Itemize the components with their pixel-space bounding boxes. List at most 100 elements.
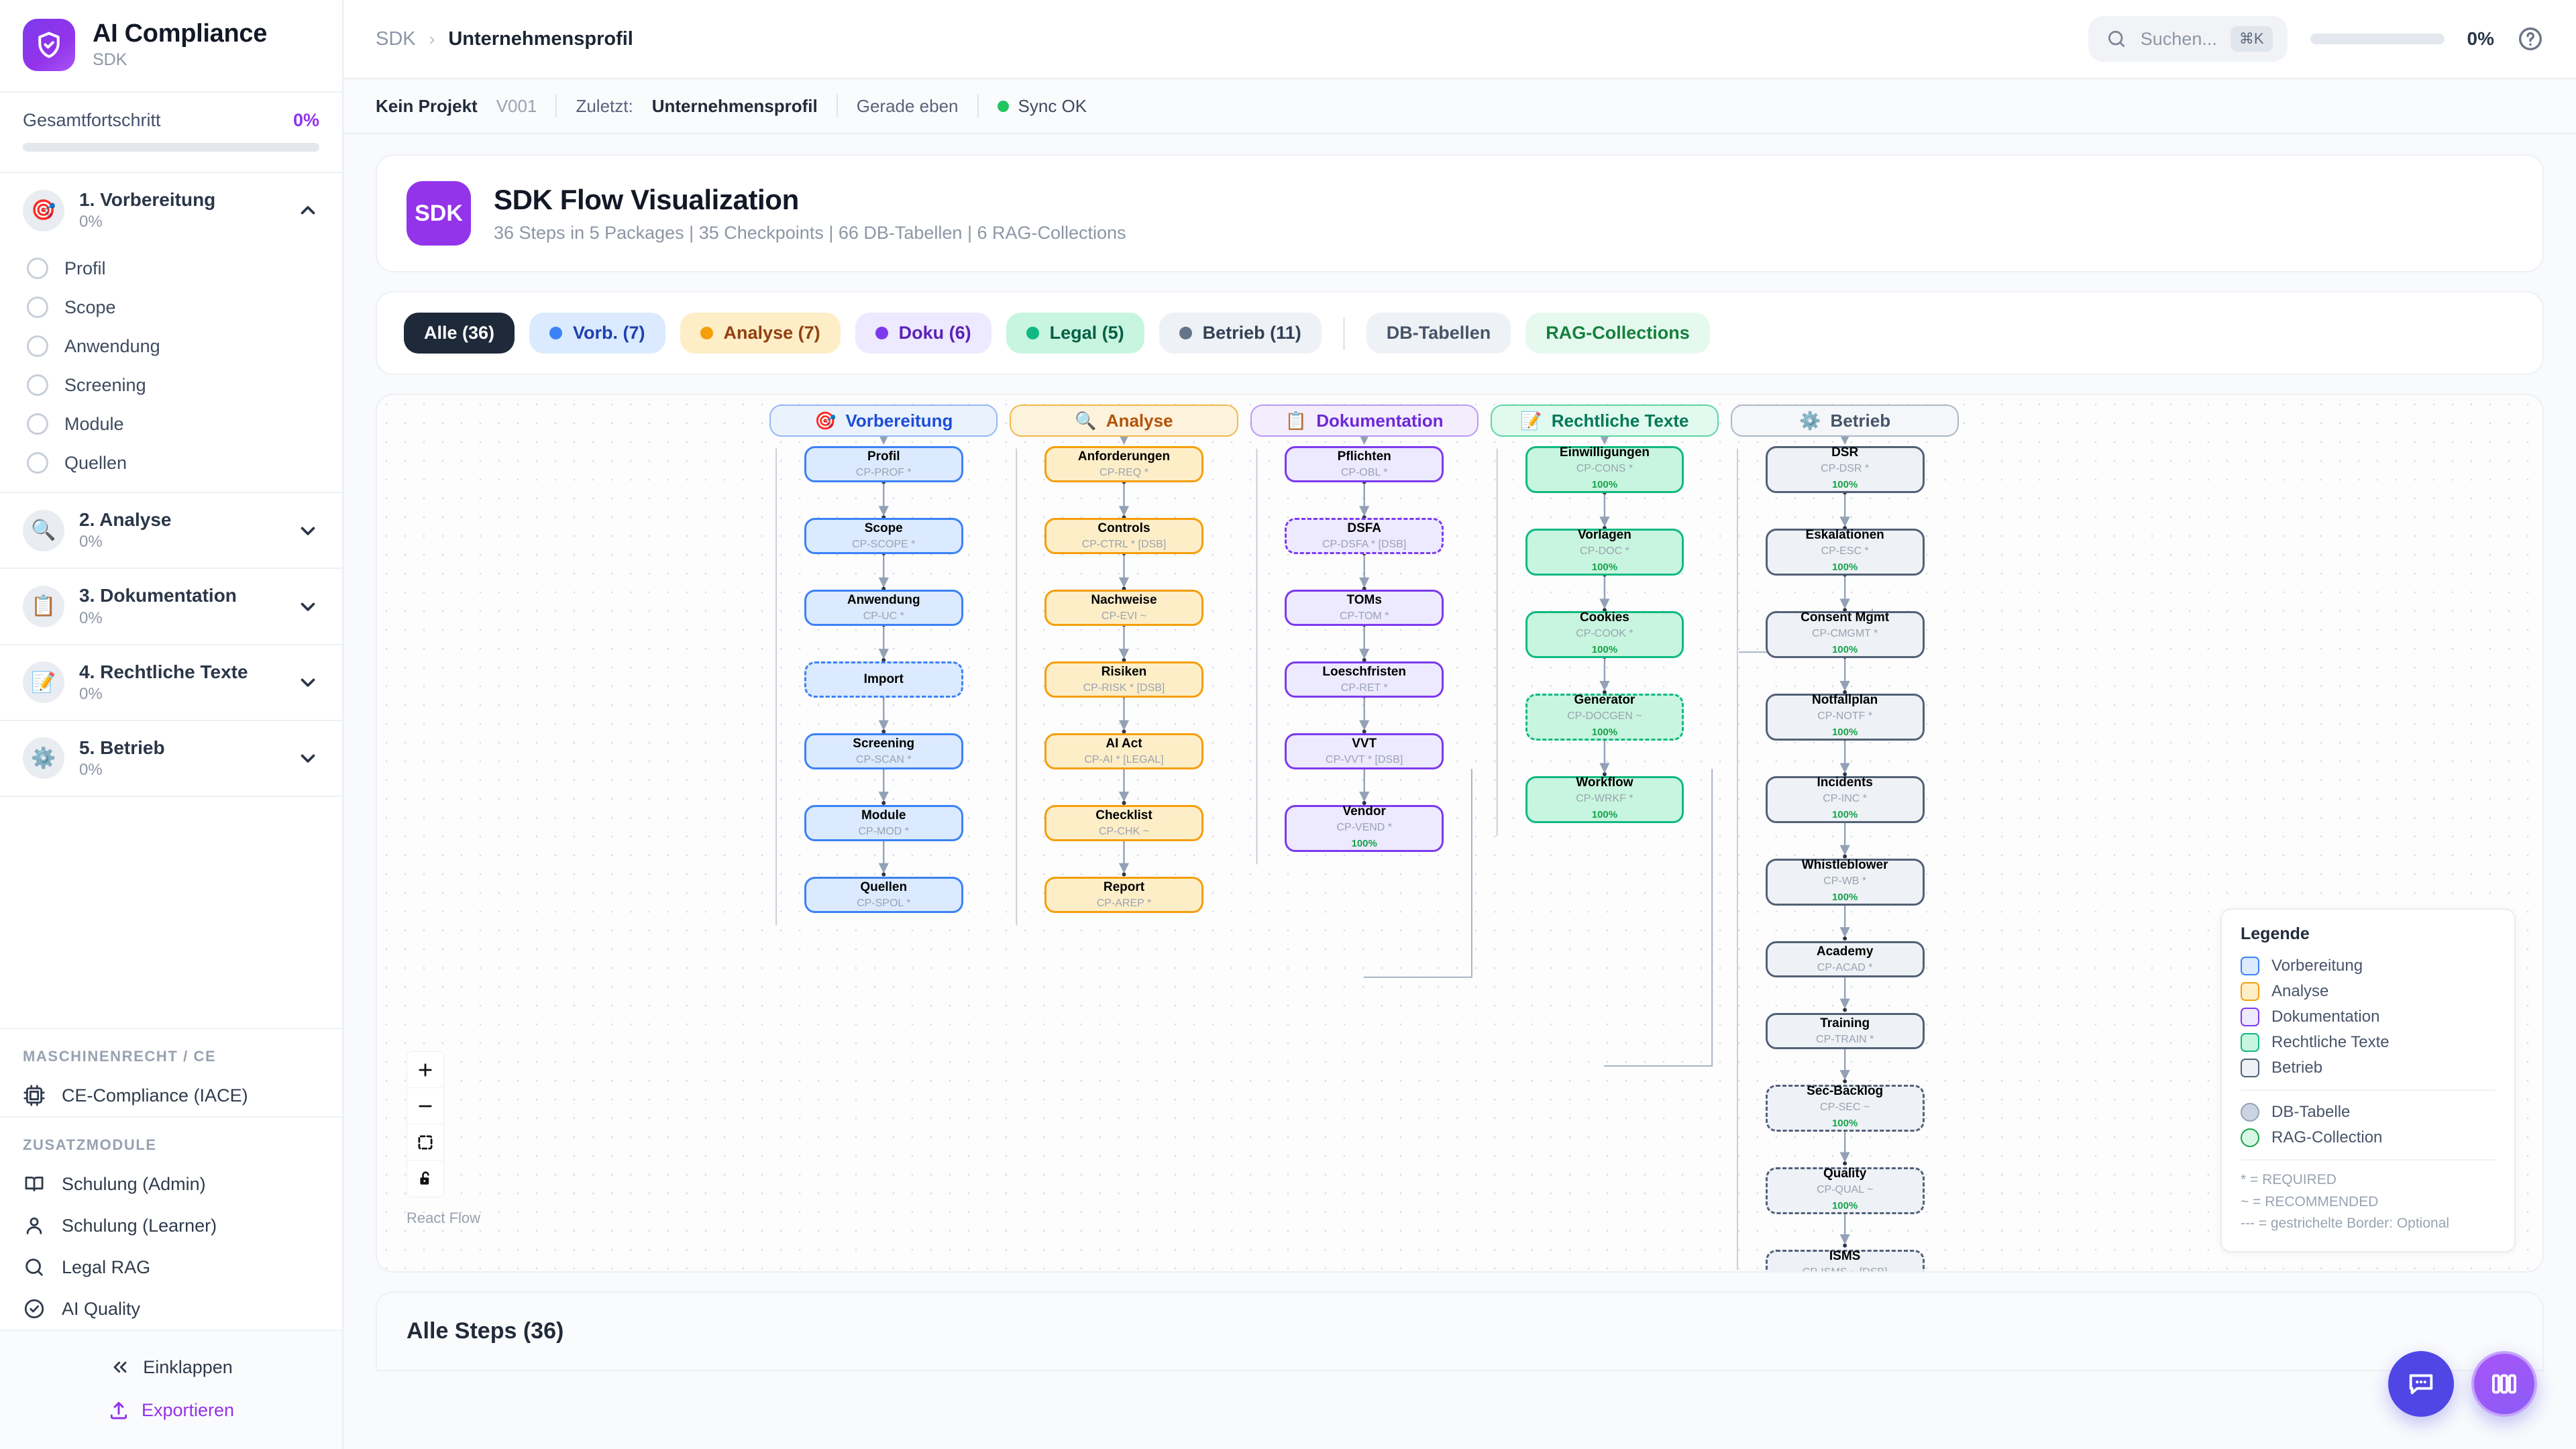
- flow-node-quality[interactable]: Quality CP-QUAL ~ 100%: [1765, 1167, 1925, 1214]
- sidebar-link-ai-quality[interactable]: AI Quality: [0, 1288, 342, 1330]
- filter-chip-betrieb-11[interactable]: Betrieb (11): [1159, 313, 1322, 354]
- flow-node-nachweise[interactable]: Nachweise CP-EVI ~: [1044, 590, 1203, 626]
- filter-chip-rag-collections[interactable]: RAG-Collections: [1525, 313, 1710, 354]
- brand-header[interactable]: AI Compliance SDK: [0, 0, 342, 93]
- phase-header-1[interactable]: 🎯 1. Vorbereitung 0%: [0, 173, 342, 248]
- sidebar-item-anwendung[interactable]: Anwendung: [0, 327, 342, 366]
- filter-chip-legal-5[interactable]: Legal (5): [1006, 313, 1144, 354]
- flow-node-ai-act[interactable]: AI Act CP-AI * [LEGAL]: [1044, 733, 1203, 769]
- sidebar-item-scope[interactable]: Scope: [0, 288, 342, 327]
- flow-node-dsr[interactable]: DSR CP-DSR * 100%: [1765, 445, 1925, 493]
- flow-node-risiken[interactable]: Risiken CP-RISK * [DSB]: [1044, 661, 1203, 698]
- phase-header-5[interactable]: ⚙️ 5. Betrieb 0%: [0, 721, 342, 796]
- flow-node-loeschfristen[interactable]: Loeschfristen CP-RET *: [1285, 661, 1444, 698]
- step-status-radio[interactable]: [27, 452, 48, 474]
- flow-node-workflow[interactable]: Workflow CP-WRKF * 100%: [1525, 775, 1684, 823]
- flow-node-pflichten[interactable]: Pflichten CP-OBL *: [1285, 446, 1444, 482]
- filter-chip-doku-6[interactable]: Doku (6): [855, 313, 991, 354]
- zoom-in-button[interactable]: [407, 1052, 443, 1088]
- flow-node-code: CP-CHK ~: [1098, 825, 1150, 837]
- flow-node-academy[interactable]: Academy CP-ACAD *: [1765, 941, 1925, 977]
- brand-title: AI Compliance: [93, 19, 268, 48]
- flow-group-rechtliche-texte[interactable]: 📝 Rechtliche Texte: [1490, 405, 1719, 437]
- filter-chip-db-tabellen[interactable]: DB-Tabellen: [1366, 313, 1511, 354]
- phase-header-2[interactable]: 🔍 2. Analyse 0%: [0, 493, 342, 568]
- sync-status: Sync OK: [997, 96, 1087, 117]
- filter-chip-vorb-7[interactable]: Vorb. (7): [529, 313, 665, 354]
- flow-group-emoji-icon: 📝: [1520, 410, 1542, 431]
- flow-node-import[interactable]: Import: [804, 661, 963, 698]
- filter-chip-analyse-7[interactable]: Analyse (7): [680, 313, 841, 354]
- flow-node-title: Incidents: [1817, 775, 1873, 790]
- zoom-out-button[interactable]: [407, 1088, 443, 1124]
- flow-node-vvt[interactable]: VVT CP-VVT * [DSB]: [1285, 733, 1444, 769]
- flow-node-vorlagen[interactable]: Vorlagen CP-DOC * 100%: [1525, 528, 1684, 576]
- flow-node-training[interactable]: Training CP-TRAIN *: [1765, 1013, 1925, 1049]
- lock-toggle-button[interactable]: [407, 1161, 443, 1197]
- flow-node-scope[interactable]: Scope CP-SCOPE *: [804, 518, 963, 554]
- flow-node-screening[interactable]: Screening CP-SCAN *: [804, 733, 963, 769]
- fit-view-button[interactable]: [407, 1124, 443, 1161]
- flow-group-dokumentation[interactable]: 📋 Dokumentation: [1250, 405, 1479, 437]
- flow-node-anwendung[interactable]: Anwendung CP-UC *: [804, 590, 963, 626]
- legend-item-betrieb: Betrieb: [2241, 1055, 2496, 1081]
- sidebar-item-quellen[interactable]: Quellen: [0, 443, 342, 482]
- step-status-radio[interactable]: [27, 258, 48, 280]
- flow-node-sec-backlog[interactable]: Sec-Backlog CP-SEC ~ 100%: [1765, 1084, 1925, 1132]
- step-status-radio[interactable]: [27, 413, 48, 435]
- flow-node-incidents[interactable]: Incidents CP-INC * 100%: [1765, 775, 1925, 823]
- phase-header-4[interactable]: 📝 4. Rechtliche Texte 0%: [0, 645, 342, 720]
- flow-group-vorbereitung[interactable]: 🎯 Vorbereitung: [769, 405, 998, 437]
- flow-node-generator[interactable]: Generator CP-DOCGEN ~ 100%: [1525, 693, 1684, 741]
- react-flow-credit[interactable]: React Flow: [407, 1210, 481, 1226]
- sidebar-link-schulung-learner[interactable]: Schulung (Learner): [0, 1205, 342, 1246]
- version-label: V001: [496, 95, 537, 116]
- flow-node-anforderungen[interactable]: Anforderungen CP-REQ *: [1044, 446, 1203, 482]
- flow-node-checklist[interactable]: Checklist CP-CHK ~: [1044, 805, 1203, 841]
- step-status-radio[interactable]: [27, 374, 48, 396]
- phase-header-3[interactable]: 📋 3. Dokumentation 0%: [0, 569, 342, 643]
- panel-fab[interactable]: [2471, 1351, 2537, 1417]
- flow-node-code: CP-SPOL *: [857, 897, 911, 909]
- flow-node-percent: 100%: [1831, 727, 1858, 739]
- flow-node-title: Profil: [867, 449, 900, 464]
- step-status-radio[interactable]: [27, 297, 48, 319]
- sidebar-item-screening[interactable]: Screening: [0, 366, 342, 405]
- flow-group-analyse[interactable]: 🔍 Analyse: [1010, 405, 1238, 437]
- collapse-sidebar-button[interactable]: Einklappen: [0, 1346, 342, 1389]
- flow-node-eskalationen[interactable]: Eskalationen CP-ESC * 100%: [1765, 528, 1925, 576]
- search-input[interactable]: Suchen... ⌘K: [2088, 16, 2288, 62]
- flow-node-consent-mgmt[interactable]: Consent Mgmt CP-CMGMT * 100%: [1765, 610, 1925, 658]
- flow-node-whistleblower[interactable]: Whistleblower CP-WB * 100%: [1765, 858, 1925, 906]
- breadcrumb-root[interactable]: SDK: [376, 28, 416, 50]
- flow-node-dsfa[interactable]: DSFA CP-DSFA * [DSB]: [1285, 518, 1444, 554]
- flow-node-vendor[interactable]: Vendor CP-VEND * 100%: [1285, 804, 1444, 852]
- filter-chip-alle-36[interactable]: Alle (36): [404, 313, 515, 354]
- legend-swatch: [2241, 982, 2259, 1002]
- last-edited-time: Gerade eben: [856, 95, 959, 116]
- sidebar-link-schulung-admin[interactable]: Schulung (Admin): [0, 1163, 342, 1205]
- flow-node-isms[interactable]: ISMS CP-ISMS ~ [DSB] 100%: [1765, 1249, 1925, 1271]
- flow-node-cookies[interactable]: Cookies CP-COOK * 100%: [1525, 610, 1684, 658]
- sidebar-link-ce-compliance-iace[interactable]: CE-Compliance (IACE): [0, 1075, 342, 1116]
- sidebar-link-legal-rag[interactable]: Legal RAG: [0, 1246, 342, 1288]
- flow-node-profil[interactable]: Profil CP-PROF *: [804, 446, 963, 482]
- help-circle-icon[interactable]: [2517, 25, 2544, 52]
- flow-canvas[interactable]: 🎯 Vorbereitung 🔍 Analyse 📋 Dokumentation…: [376, 394, 2544, 1273]
- export-button[interactable]: Exportieren: [0, 1389, 342, 1432]
- chip-color-dot: [1026, 327, 1039, 339]
- flow-node-quellen[interactable]: Quellen CP-SPOL *: [804, 877, 963, 913]
- upload-icon: [110, 1401, 127, 1419]
- flow-node-controls[interactable]: Controls CP-CTRL * [DSB]: [1044, 518, 1203, 554]
- sidebar-item-profil[interactable]: Profil: [0, 249, 342, 288]
- chat-fab[interactable]: [2388, 1351, 2454, 1417]
- flow-group-betrieb[interactable]: ⚙️ Betrieb: [1730, 405, 1960, 437]
- overall-progress-value: 0%: [292, 110, 319, 130]
- flow-node-module[interactable]: Module CP-MOD *: [804, 805, 963, 841]
- flow-node-notfallplan[interactable]: Notfallplan CP-NOTF * 100%: [1765, 693, 1925, 741]
- step-status-radio[interactable]: [27, 335, 48, 358]
- sidebar-item-module[interactable]: Module: [0, 405, 342, 443]
- flow-node-toms[interactable]: TOMs CP-TOM *: [1285, 590, 1444, 626]
- flow-node-einwilligungen[interactable]: Einwilligungen CP-CONS * 100%: [1525, 445, 1684, 493]
- flow-node-report[interactable]: Report CP-AREP *: [1044, 877, 1203, 913]
